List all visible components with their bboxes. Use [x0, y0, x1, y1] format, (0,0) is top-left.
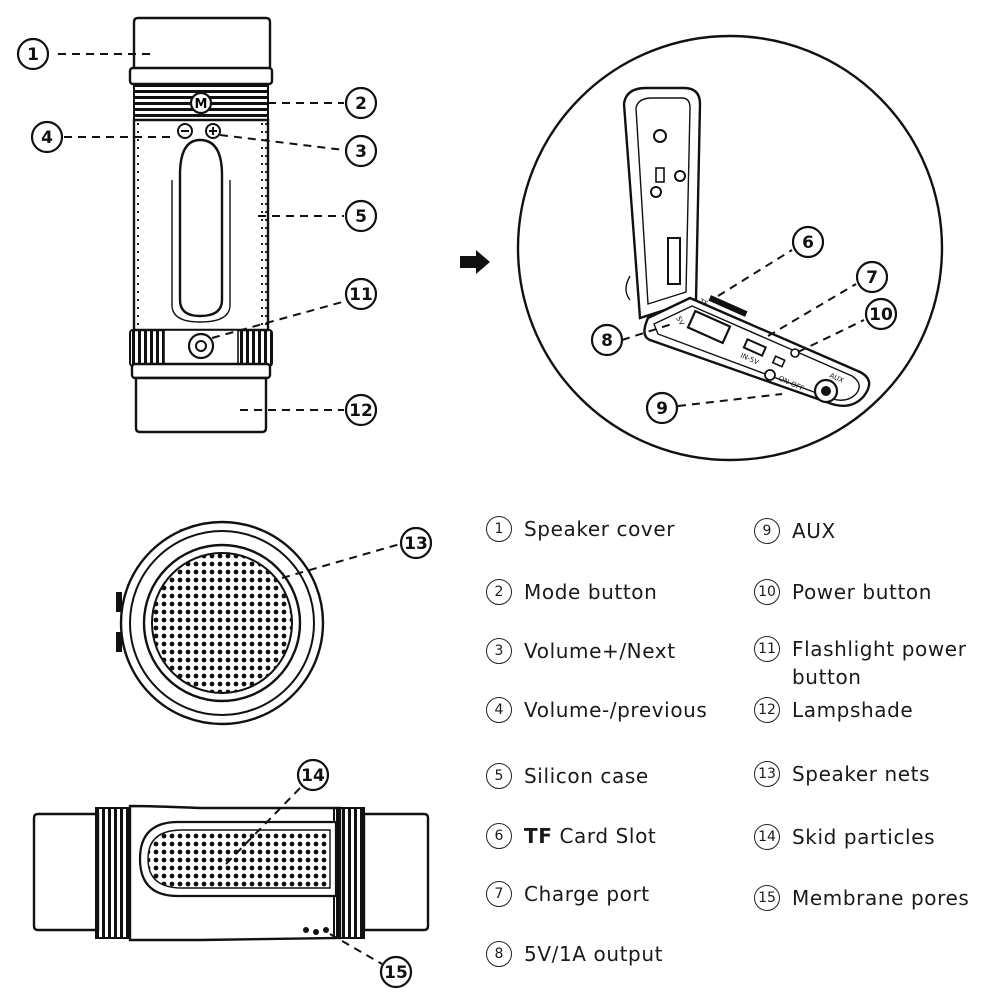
callout-12: 12 — [344, 393, 378, 427]
membrane-pore — [313, 929, 319, 935]
callout-10: 10 — [864, 297, 898, 331]
arrow-right-icon — [460, 250, 490, 274]
callout-9: 9 — [645, 391, 679, 425]
lampshade-shape — [134, 376, 268, 434]
svg-text:11: 11 — [349, 285, 373, 305]
membrane-pore — [303, 927, 309, 933]
speaker-end-view — [116, 520, 325, 726]
speaker-front-view: M — [128, 16, 274, 434]
right-edge-texture — [261, 120, 268, 330]
callout-13: 13 — [399, 526, 433, 560]
side-right-ribbed-band — [333, 807, 365, 939]
callout-1: 1 — [16, 37, 50, 71]
power-button-shape — [764, 369, 776, 381]
tf-slot-shape — [708, 295, 748, 317]
port-detail-view: TF 5V IN-5V ON-OFF AUX — [516, 34, 944, 462]
side-left-ribbed-band — [95, 807, 133, 939]
svg-text:10: 10 — [869, 305, 893, 325]
svg-text:5V: 5V — [674, 315, 686, 327]
callout-4: 4 — [30, 120, 64, 154]
svg-text:14: 14 — [301, 766, 325, 786]
speaker-cover-shape — [132, 16, 272, 72]
left-edge-texture — [134, 120, 141, 330]
callout-6: 6 — [791, 225, 825, 259]
speaker-net-shape — [152, 553, 292, 693]
svg-text:5: 5 — [355, 207, 367, 227]
svg-text:8: 8 — [601, 331, 613, 351]
charge-port-shape — [742, 337, 768, 357]
usb-output-shape — [686, 309, 732, 345]
svg-text:6: 6 — [802, 233, 814, 253]
membrane-pore — [323, 927, 329, 933]
svg-text:2: 2 — [355, 94, 367, 114]
svg-text:3: 3 — [355, 142, 367, 162]
speaker-side-view — [32, 804, 430, 942]
svg-text:7: 7 — [866, 268, 878, 288]
callout-15: 15 — [379, 955, 413, 989]
flashlight-button-shape — [187, 332, 215, 360]
svg-text:M: M — [195, 97, 208, 112]
svg-text:15: 15 — [384, 963, 408, 983]
strap-loop — [178, 138, 224, 318]
mode-button-shape — [189, 91, 213, 115]
callout-8: 8 — [590, 323, 624, 357]
callout-5: 5 — [344, 199, 378, 233]
svg-text:12: 12 — [349, 401, 373, 421]
callout-2: 2 — [344, 86, 378, 120]
svg-text:1: 1 — [27, 45, 39, 65]
svg-text:13: 13 — [404, 534, 428, 554]
callout-7: 7 — [855, 260, 889, 294]
callout-14: 14 — [296, 758, 330, 792]
skid-particles-shape — [147, 829, 331, 889]
callout-3: 3 — [344, 134, 378, 168]
callout-11: 11 — [344, 277, 378, 311]
svg-text:9: 9 — [656, 399, 668, 419]
svg-text:TF: TF — [697, 297, 709, 308]
detail-circle — [516, 34, 944, 462]
top-rim — [128, 66, 274, 86]
svg-text:4: 4 — [41, 128, 53, 148]
bottom-rim — [130, 362, 272, 380]
